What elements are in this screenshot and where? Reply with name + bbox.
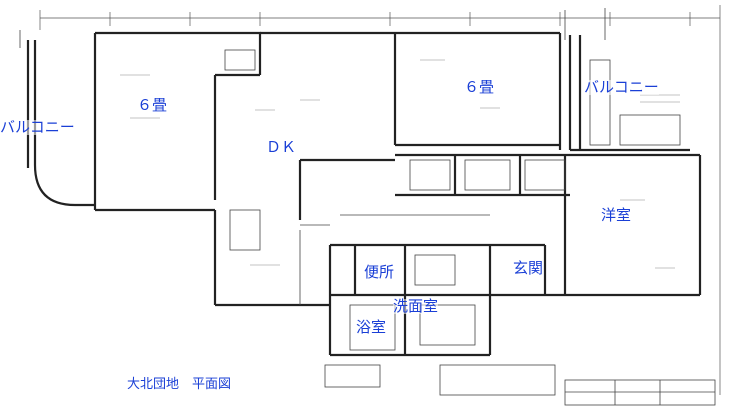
bathroom-label: 浴室 <box>356 318 387 336</box>
annotation-marks <box>120 59 680 269</box>
western-room-label: 洋室 <box>601 206 632 224</box>
walls <box>26 31 702 357</box>
room-6jo-left-label: ６畳 <box>137 96 168 114</box>
caption: 大北団地 平面図 <box>127 377 232 392</box>
entrance-label: 玄関 <box>513 259 544 277</box>
washroom-label: 洗面室 <box>393 297 439 315</box>
dimension-lines <box>39 5 721 395</box>
balcony-left-label: バルコニー <box>0 118 75 136</box>
dk-label: ＤＫ <box>266 138 297 156</box>
room-6jo-right-label: ６畳 <box>464 78 495 96</box>
fixtures <box>19 8 716 406</box>
balcony-right-label: バルコニー <box>584 78 659 96</box>
toilet-label: 便所 <box>364 263 395 281</box>
